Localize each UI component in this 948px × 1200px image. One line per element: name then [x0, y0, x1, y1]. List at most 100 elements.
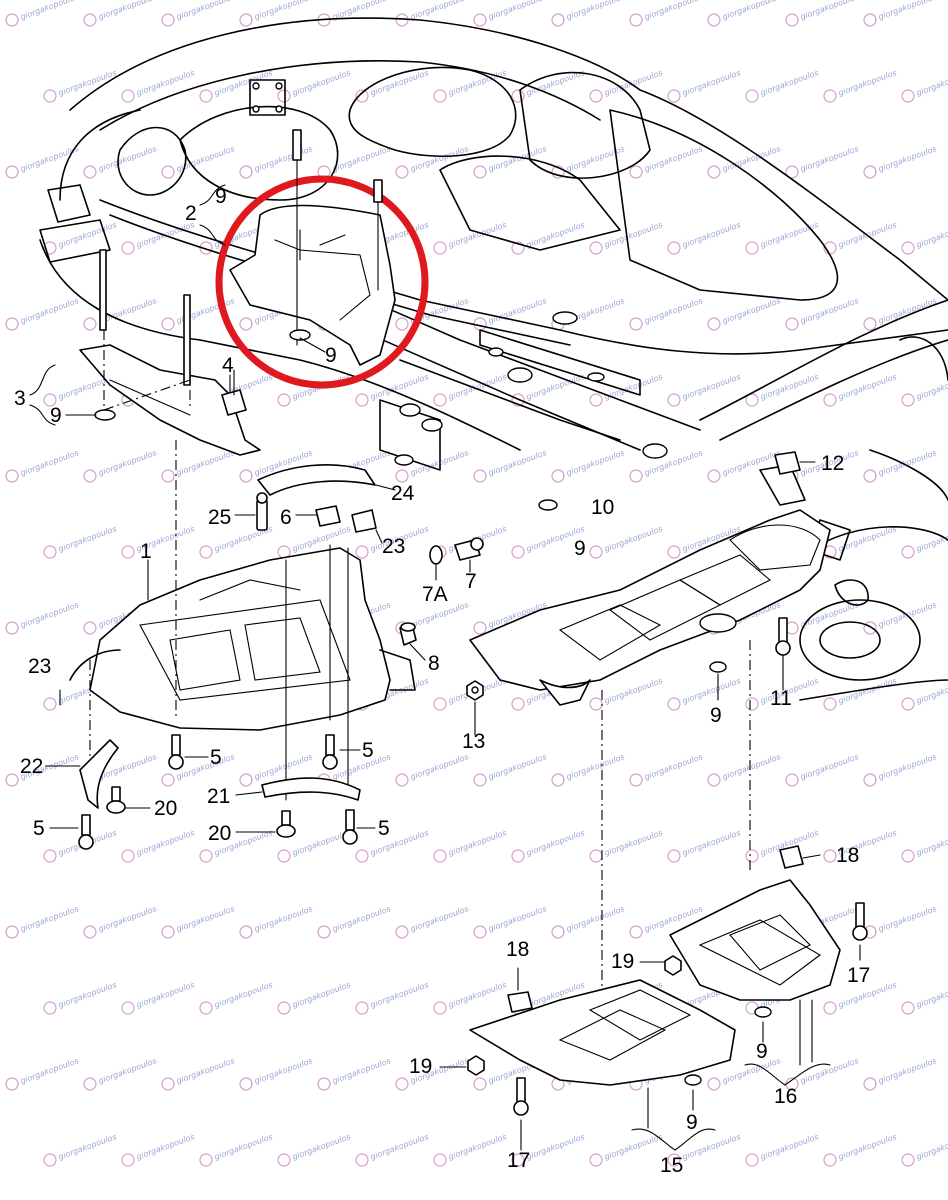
watermark-tile: giorgakopoulos — [121, 524, 196, 559]
watermark-text: giorgakopoulos — [759, 1132, 820, 1161]
watermark-tile: giorgakopoulos — [83, 296, 158, 331]
callout-18b: 18 — [506, 938, 529, 961]
watermark-text: giorgakopoulos — [409, 0, 470, 22]
watermark-text: giorgakopoulos — [175, 448, 236, 477]
watermark-logo-icon — [901, 1001, 915, 1015]
watermark-logo-icon — [707, 469, 721, 483]
watermark-tile: giorgakopoulos — [395, 752, 470, 787]
watermark-text: giorgakopoulos — [799, 1056, 860, 1085]
callout-17a: 17 — [847, 964, 870, 987]
watermark-logo-icon — [785, 773, 799, 787]
watermark-text: giorgakopoulos — [603, 524, 664, 553]
watermark-text: giorgakopoulos — [331, 904, 392, 933]
watermark-logo-icon — [5, 317, 19, 331]
watermark-tile: giorgakopoulos — [355, 68, 430, 103]
watermark-tile: giorgakopoulos — [863, 904, 938, 939]
part-10-center-undertray — [469, 464, 831, 706]
watermark-tile: giorgakopoulos — [161, 448, 236, 483]
watermark-tile: giorgakopoulos — [239, 1056, 314, 1091]
watermark-text: giorgakopoulos — [877, 144, 938, 173]
watermark-logo-icon — [785, 1077, 799, 1091]
watermark-logo-icon — [395, 165, 409, 179]
watermark-text: giorgakopoulos — [291, 68, 352, 97]
watermark-logo-icon — [121, 241, 135, 255]
part-3-left-cover — [79, 249, 261, 456]
watermark-text: giorgakopoulos — [19, 1056, 80, 1085]
callout-19b: 19 — [409, 1055, 432, 1078]
watermark-text: giorgakopoulos — [525, 1132, 586, 1161]
watermark-text: giorgakopoulos — [135, 68, 196, 97]
watermark-logo-icon — [121, 89, 135, 103]
watermark-logo-icon — [863, 773, 877, 787]
watermark-logo-icon — [511, 393, 525, 407]
watermark-tile: giorgakopoulos — [745, 1132, 820, 1167]
watermark-tile: giorgakopoulos — [511, 828, 586, 863]
watermark-tile: giorgakopoulos — [745, 220, 820, 255]
watermark-tile: giorgakopoulos — [589, 68, 664, 103]
watermark-text: giorgakopoulos — [213, 980, 274, 1009]
watermark-text: giorgakopoulos — [643, 296, 704, 325]
callout-3: 3 — [14, 387, 26, 410]
watermark-logo-icon — [199, 545, 213, 559]
watermark-text: giorgakopoulos — [721, 752, 782, 781]
watermark-logo-icon — [901, 697, 915, 711]
watermark-tile: giorgakopoulos — [589, 828, 664, 863]
watermark-logo-icon — [707, 773, 721, 787]
watermark-text: giorgakopoulos — [603, 828, 664, 857]
watermark-tile: giorgakopoulos — [473, 448, 548, 483]
watermark-tile: giorgakopoulos — [551, 0, 626, 27]
watermark-text: giorgakopoulos — [97, 0, 158, 22]
callout-6: 6 — [280, 506, 292, 529]
screws-and-washers — [78, 734, 358, 850]
callout-15: 15 — [660, 1154, 683, 1177]
watermark-tile: giorgakopoulos — [863, 1056, 938, 1091]
watermark-text: giorgakopoulos — [525, 828, 586, 857]
watermark-logo-icon — [199, 849, 213, 863]
watermark-tile: giorgakopoulos — [901, 68, 948, 103]
watermark-logo-icon — [511, 89, 525, 103]
watermark-logo-icon — [199, 89, 213, 103]
watermark-text: giorgakopoulos — [253, 144, 314, 173]
watermark-tile: giorgakopoulos — [863, 144, 938, 179]
watermark-tile: giorgakopoulos — [745, 68, 820, 103]
watermark-tile: giorgakopoulos — [83, 1056, 158, 1091]
watermark-tile: giorgakopoulos — [277, 68, 352, 103]
watermark-tile: giorgakopoulos — [161, 144, 236, 179]
watermark-logo-icon — [745, 697, 759, 711]
watermark-text: giorgakopoulos — [799, 296, 860, 325]
watermark-logo-icon — [161, 469, 175, 483]
watermark-text: giorgakopoulos — [487, 0, 548, 22]
part-1-engine-undertray — [69, 440, 416, 801]
callout-1: 1 — [140, 540, 152, 563]
watermark-text: giorgakopoulos — [175, 0, 236, 22]
watermark-logo-icon — [589, 545, 603, 559]
watermark-logo-icon — [589, 241, 603, 255]
watermark-text: giorgakopoulos — [721, 144, 782, 173]
watermark-text: giorgakopoulos — [175, 904, 236, 933]
watermark-tile: giorgakopoulos — [317, 904, 392, 939]
callout-8: 8 — [428, 652, 440, 675]
watermark-logo-icon — [239, 1077, 253, 1091]
watermark-logo-icon — [745, 1001, 759, 1015]
callout-17b: 17 — [507, 1149, 530, 1172]
watermark-text: giorgakopoulos — [19, 0, 80, 22]
watermark-tile: giorgakopoulos — [785, 0, 860, 27]
watermark-logo-icon — [395, 469, 409, 483]
callout-9a: 9 — [325, 344, 337, 367]
watermark-text: giorgakopoulos — [487, 752, 548, 781]
watermark-text: giorgakopoulos — [135, 1132, 196, 1161]
watermark-tile: giorgakopoulos — [551, 752, 626, 787]
watermark-text: giorgakopoulos — [565, 448, 626, 477]
watermark-text: giorgakopoulos — [681, 68, 742, 97]
watermark-logo-icon — [667, 241, 681, 255]
watermark-text: giorgakopoulos — [135, 828, 196, 857]
watermark-tile: giorgakopoulos — [43, 980, 118, 1015]
watermark-tile: giorgakopoulos — [629, 296, 704, 331]
watermark-tile: giorgakopoulos — [161, 0, 236, 27]
watermark-text: giorgakopoulos — [57, 980, 118, 1009]
watermark-logo-icon — [511, 697, 525, 711]
watermark-logo-icon — [667, 545, 681, 559]
watermark-logo-icon — [707, 165, 721, 179]
watermark-text: giorgakopoulos — [681, 1132, 742, 1161]
part-15-rear-tray-left — [467, 979, 736, 1116]
